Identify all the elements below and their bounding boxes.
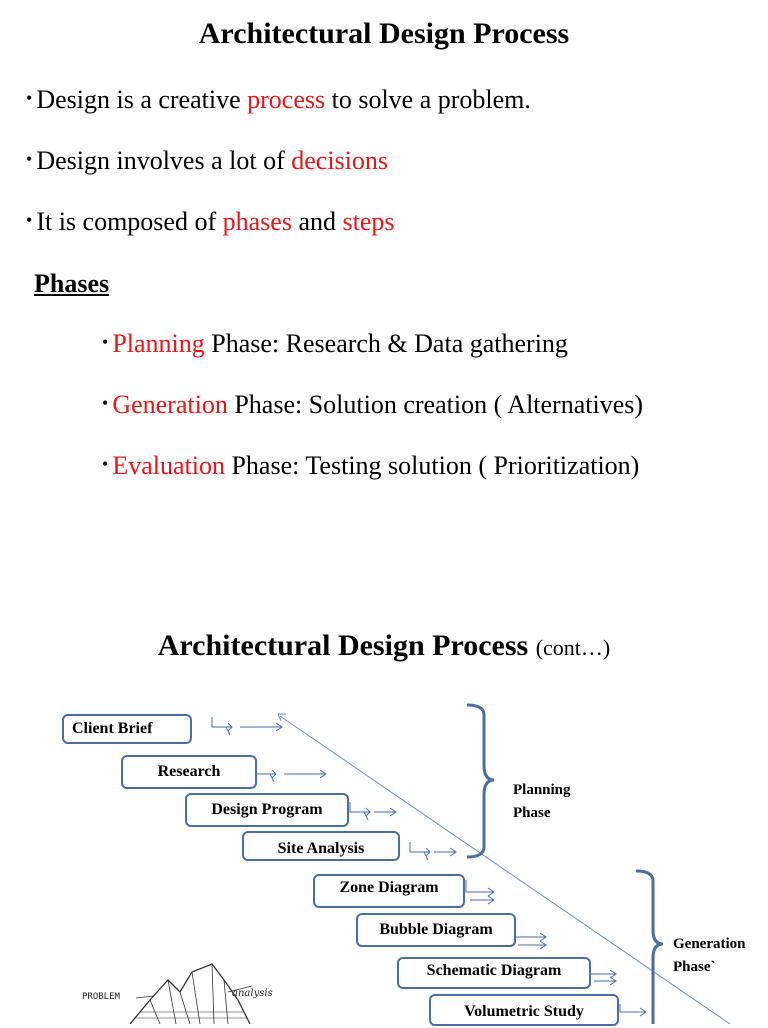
elbow-arrow-icon	[349, 802, 371, 821]
right-arrow-icon	[240, 722, 283, 732]
sketch-illustration	[129, 963, 253, 1024]
planning-label-line2: Phase	[513, 805, 551, 821]
bullet-design-creative: •Design is a creative process to solve a…	[26, 84, 531, 118]
bullet-dot-icon: •	[102, 454, 109, 474]
slide-2-title-suffix: (cont…)	[535, 635, 611, 660]
step-bubble-diagram: Bubble Diagram	[356, 913, 516, 947]
step-zone-diagram: Zone Diagram	[313, 874, 465, 908]
step-site-analysis: Site Analysis	[242, 831, 400, 861]
phases-heading: Phases	[34, 269, 110, 298]
bullet-highlight: process	[247, 85, 326, 114]
diagonal-line	[279, 715, 731, 1024]
slide-1: Architectural Design Process •Design is …	[26, 17, 643, 484]
generation-label-line2: Phase`	[673, 959, 716, 975]
step-client-brief: Client Brief	[62, 714, 192, 744]
bullet-text: It is composed of	[36, 207, 223, 236]
sketch-label-problem: PROBLEM	[82, 992, 121, 1002]
bullet-dot-icon: •	[102, 393, 109, 413]
generation-label-line1: Generation	[673, 936, 746, 952]
phase-name: Evaluation	[112, 451, 225, 480]
planning-phase-label: Planning Phase	[513, 779, 571, 825]
bullet-text-mid: and	[291, 207, 343, 236]
bullet-dot-icon: •	[26, 88, 33, 108]
bullet-highlight: phases	[222, 207, 292, 236]
slide-1-title: Architectural Design Process	[198, 17, 570, 50]
slide-2-title-text: Architectural Design Process	[157, 629, 529, 662]
bullet-phases-steps: •It is composed of phases and steps	[26, 206, 395, 240]
planning-bracket-icon	[466, 703, 495, 859]
phase-evaluation: •Evaluation Phase: Testing solution ( Pr…	[102, 450, 639, 484]
generation-bracket-icon	[635, 869, 664, 1024]
right-arrow-icon	[594, 976, 617, 986]
phase-name: Planning	[112, 329, 205, 358]
step-arrows	[211, 717, 647, 1017]
phase-name: Generation	[112, 390, 228, 419]
generation-phase-label: Generation Phase`	[673, 933, 746, 979]
step-research: Research	[121, 755, 257, 789]
bullet-highlight-2: steps	[342, 207, 395, 236]
phase-desc: Phase: Solution creation ( Alternatives)	[227, 390, 644, 419]
elbow-arrow-icon	[619, 1004, 647, 1017]
planning-label-line1: Planning	[513, 782, 571, 798]
right-arrow-icon	[374, 807, 397, 817]
process-diagram: PROBLEM analysis	[82, 703, 731, 1024]
elbow-arrow-icon	[465, 880, 495, 897]
bullet-highlight: decisions	[291, 146, 388, 175]
elbow-arrow-icon	[513, 925, 547, 942]
right-arrow-icon	[284, 769, 327, 779]
phase-desc: Phase: Testing solution ( Prioritization…	[224, 451, 640, 480]
elbow-arrow-icon	[589, 966, 617, 979]
phase-planning: •Planning Phase: Research & Data gatheri…	[102, 328, 568, 362]
bullet-text: Design is a creative	[36, 85, 248, 114]
bullet-text-end: to solve a problem.	[325, 85, 531, 114]
slide-2: Architectural Design Process (cont…)	[0, 560, 768, 1026]
step-design-program: Design Program	[185, 793, 349, 827]
step-volumetric-study: Volumetric Study	[429, 994, 619, 1026]
right-arrow-icon	[518, 940, 547, 950]
bullet-design-decisions: •Design involves a lot of decisions	[26, 145, 388, 179]
phase-desc: Phase: Research & Data gathering	[204, 329, 568, 358]
bullet-dot-icon: •	[102, 332, 109, 352]
step-schematic-diagram: Schematic Diagram	[397, 957, 591, 989]
elbow-arrow-icon	[409, 842, 431, 861]
bullet-dot-icon: •	[26, 210, 33, 230]
right-arrow-icon	[470, 895, 495, 905]
elbow-arrow-icon	[211, 717, 233, 736]
bullet-dot-icon: •	[26, 149, 33, 169]
sketch-label-analysis: analysis	[232, 988, 273, 999]
elbow-arrow-icon	[255, 762, 277, 783]
diagonal-arrowhead-icon	[277, 713, 286, 722]
bullet-text: Design involves a lot of	[36, 146, 292, 175]
phase-generation: •Generation Phase: Solution creation ( A…	[102, 389, 643, 423]
right-arrow-icon	[434, 847, 457, 857]
slide-2-title: Architectural Design Process (cont…)	[0, 628, 768, 666]
